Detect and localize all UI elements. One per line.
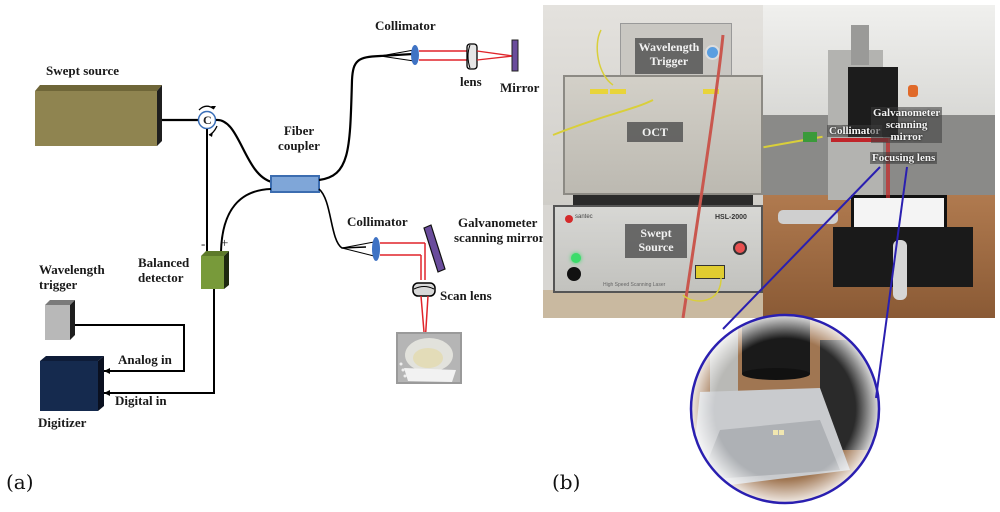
label-plus: + [221,235,229,250]
photo-tag-wavelength-trigger: Wavelength Trigger [635,38,703,74]
photo-key-switch [567,267,581,281]
tag-swept-line2: Source [638,240,674,254]
zoom-inset-photo [691,315,879,503]
zoom-line-right [875,166,908,399]
label-fiber-coupler-line1: Fiber [283,123,315,138]
collimator-sample-icon [372,237,380,261]
label-digital-in: Digital in [115,393,167,408]
tag-trigger-line1: Wavelength [638,40,700,54]
label-minus: - [201,236,206,251]
photo-tag-swept-source: Swept Source [625,224,687,258]
label-balanced-line1: Balanced [138,255,190,270]
label-collimator-sample: Collimator [347,214,408,229]
panel-label-a: (a) [6,470,34,494]
label-galvo-line1: Galvanometer [458,215,538,230]
label-trigger-line2: trigger [39,277,78,292]
photo-tag-oct: OCT [627,122,683,142]
fiber-reference-arm [318,52,414,182]
fiber-coupler-icon [270,175,320,193]
photo-brand: santec [575,214,593,220]
sample-eye-model-image [396,332,462,384]
fiber-coupler-to-detector [220,188,272,253]
panel-label-b: (b) [552,470,581,494]
photo-laser-warning [695,265,725,279]
photo-label-focusing-lens: Focusing lens [870,152,938,164]
label-swept-source: Swept source [46,63,120,78]
photo-red-indicator [733,241,747,255]
mirror-icon [511,39,519,72]
wire-detector-to-digitizer [104,289,215,394]
label-circulator: C [203,113,212,127]
tag-swept-line1: Swept [640,226,672,240]
collimator-ref-icon [411,45,419,65]
label-analog-in: Analog in [118,352,172,367]
label-trigger-line1: Wavelength [39,262,105,277]
zoom-circle-outline [689,313,881,505]
tag-trigger-line2: Trigger [649,54,689,68]
scan-lens-icon [412,282,436,297]
label-scan-lens: Scan lens [440,288,492,303]
label-fiber-coupler-line2: coupler [278,138,320,153]
label-digitizer: Digitizer [38,415,87,430]
photo-oct-box [563,75,763,195]
label-galvanometer: Galvanometer scanning mirror [454,215,544,245]
photo-label-collimator: Collimator [827,125,883,137]
fiber-sample-arm [318,188,367,249]
photo-label-galvanometer: Galvanometer scanning mirror [871,107,943,143]
label-wavelength-trigger: Wavelength trigger [39,262,105,292]
label-collimator-ref: Collimator [375,18,436,33]
zoom-line-left [722,166,881,330]
digitizer-box [40,356,104,411]
photo-front-caption: High Speed Scanning Laser [603,282,666,288]
balanced-detector-box [201,251,229,289]
label-mirror: Mirror [500,80,540,95]
wavelength-trigger-box [45,300,75,340]
photo-trigger-button [705,45,720,60]
label-galvo-line2: scanning mirror [454,230,545,245]
lens-icon [466,43,478,70]
photo-scanning-head: Collimator Galvanometer scanning mirror … [763,5,995,318]
galvanometer-mirror-icon [423,224,446,273]
label-lens: lens [460,74,482,89]
photo-model: HSL-2000 [715,214,747,221]
photo-galvo-line1: Galvanometer [873,107,941,119]
circulator-icon [197,105,218,137]
photo-power-led [571,253,581,263]
photo-oct-system: Wavelength Trigger OCT santec HSL-2000 S… [543,5,763,318]
photo-galvo-line2: scanning [885,119,928,131]
photo-galvo-line3: mirror [890,131,923,143]
label-balanced-line2: detector [138,270,184,285]
swept-source-box [35,85,162,146]
wire-trigger-to-digitizer [75,324,185,372]
label-fiber-coupler: Fiber coupler [274,123,324,153]
label-balanced-detector: Balanced detector [138,255,189,285]
fiber-circulator-to-coupler [215,118,273,184]
